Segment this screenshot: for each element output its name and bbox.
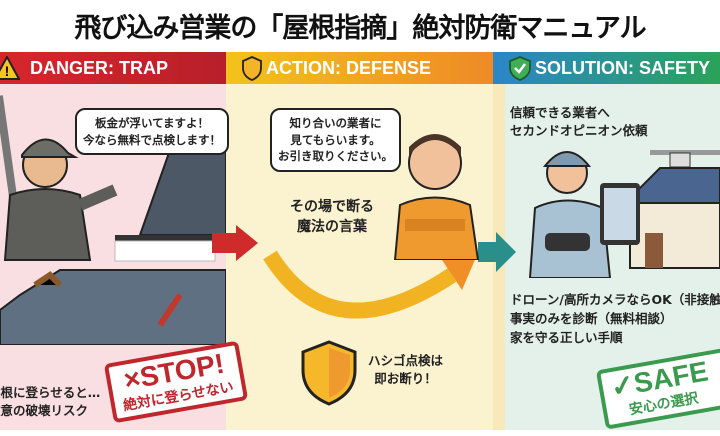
section-header-danger: ! DANGER: TRAP <box>0 52 226 84</box>
section-label: SOLUTION: SAFETY <box>535 57 710 78</box>
bubble-text: 板金が浮いてますよ！ <box>94 116 210 130</box>
section-header-defense: ACTION: DEFENSE <box>226 52 493 84</box>
svg-text:!: ! <box>5 63 10 79</box>
caption-text: 屋根に登らせると… <box>0 385 101 400</box>
page-title: 飛び込み営業の「屋根指摘」絶対防衛マニュアル <box>74 13 646 44</box>
section-label: ACTION: DEFENSE <box>266 57 432 78</box>
section-label: DANGER: TRAP <box>30 57 168 78</box>
caption-text: その場で断る <box>290 199 374 215</box>
check-shield-icon <box>509 56 531 81</box>
bubble-text: 今なら無料で点検します！ <box>83 132 221 147</box>
section-header-solution: SOLUTION: SAFETY <box>493 52 720 84</box>
point-text: 事実のみを診断（無料相談） <box>510 310 673 326</box>
arrow-right-icon <box>212 225 258 261</box>
defense-tip: ハシゴ点検は 即お断り！ <box>368 352 443 387</box>
salesman-roof-illustration <box>0 95 226 345</box>
shield-icon <box>242 56 262 81</box>
bubble-text: お引き取りください。 <box>278 149 393 164</box>
curved-arrow-icon <box>263 250 477 319</box>
solution-points: ドローン/高所カメラならOK（非接触） 事実のみを診断（無料相談） 家を守る正し… <box>510 291 720 347</box>
warning-icon: ! <box>0 56 20 80</box>
point-text: 家を守る正しい手順 <box>510 329 623 345</box>
solution-heading: 信頼できる業者へ セカンドオピニオン依頼 <box>510 104 648 139</box>
defense-caption: その場で断る 魔法の言葉 <box>290 198 374 237</box>
homeowner-speech-bubble: 知り合いの業者に 見てもらいます。 お引き取りください。 <box>270 108 401 173</box>
inspector-drone-house-illustration <box>528 150 720 278</box>
salesman-speech-bubble: 板金が浮いてますよ！ 今なら無料で点検します！ <box>75 108 229 156</box>
heading-text: セカンドオピニオン依頼 <box>510 122 648 138</box>
point-text: ドローン/高所カメラならOK（非接触） <box>510 292 720 307</box>
caption-text: 故意の破壊リスク <box>0 402 89 418</box>
homeowner-illustration <box>393 134 480 260</box>
arrow-right-icon <box>478 232 516 272</box>
danger-caption: 屋根に登らせると… 故意の破壊リスク <box>0 384 100 419</box>
bubble-text: 見てもらいます。 <box>290 132 381 147</box>
tip-text: 即お断り！ <box>374 370 437 386</box>
tip-text: ハシゴ点検は <box>368 353 444 368</box>
heading-text: 信頼できる業者へ <box>510 105 610 120</box>
caption-text: 魔法の言葉 <box>297 218 367 235</box>
shield-icon <box>301 340 357 406</box>
bubble-text: 知り合いの業者に <box>289 116 382 130</box>
